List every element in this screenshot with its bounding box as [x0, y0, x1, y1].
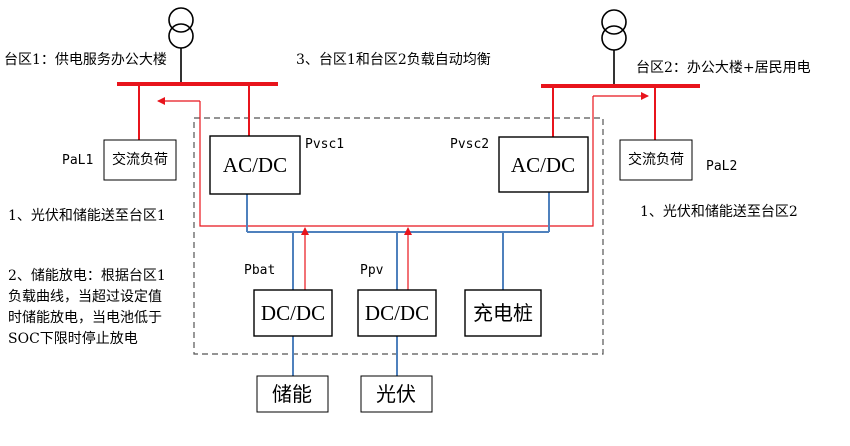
zone2-load-box: [619, 139, 693, 181]
charger-box: [464, 289, 542, 337]
pvsc2-label: Pvsc2: [450, 137, 489, 152]
right-note-1: 1、光伏和储能送至台区2: [640, 204, 798, 220]
transformer-1-icon: [168, 7, 194, 84]
pal1-label: PaL1: [62, 153, 93, 168]
storage-box: [256, 375, 329, 413]
left-note-2-line-3: 时储能放电，当电池低于: [8, 310, 162, 326]
left-note-2-line-2: 负载曲线，当超过设定值: [8, 289, 162, 305]
pbat-label: Pbat: [244, 263, 275, 278]
balancing-flow-path: [199, 96, 594, 227]
zone2-load-label: 交流负荷: [628, 151, 684, 168]
zone1-acdc-label: AC/DC: [223, 153, 287, 177]
pv-label: 光伏: [376, 382, 416, 406]
left-note-2-line-4: SOC下限时停止放电: [8, 330, 138, 347]
storage-label: 储能: [272, 382, 312, 406]
zone2-acdc-box: [498, 136, 589, 193]
storage-dcdc-label: DC/DC: [261, 301, 325, 325]
pv-dcdc-box: [357, 289, 437, 337]
zone1-load-label: 交流负荷: [112, 151, 168, 168]
system-boundary: [193, 117, 604, 355]
pv-dcdc-label: DC/DC: [365, 301, 429, 325]
left-note-1: 1、光伏和储能送至台区1: [8, 208, 166, 224]
charger-label: 充电桩: [473, 301, 533, 325]
transformer-2-icon: [601, 9, 627, 86]
pal2-label: PaL2: [706, 159, 737, 174]
pvsc1-label: Pvsc1: [305, 137, 344, 152]
zone2-acdc-label: AC/DC: [511, 153, 575, 177]
storage-dcdc-box: [253, 289, 333, 337]
zone2-title: 台区2：办公大楼+居民用电: [636, 60, 811, 76]
zone1-load-box: [103, 139, 177, 181]
zone1-title: 台区1：供电服务办公大楼: [4, 52, 167, 68]
center-note: 3、台区1和台区2负载自动均衡: [296, 52, 491, 68]
pv-box: [360, 375, 433, 413]
ppv-label: Ppv: [360, 263, 384, 278]
zone1-acdc-box: [209, 135, 301, 195]
left-note-2-line-1: 2、储能放电：根据台区1: [8, 268, 166, 284]
